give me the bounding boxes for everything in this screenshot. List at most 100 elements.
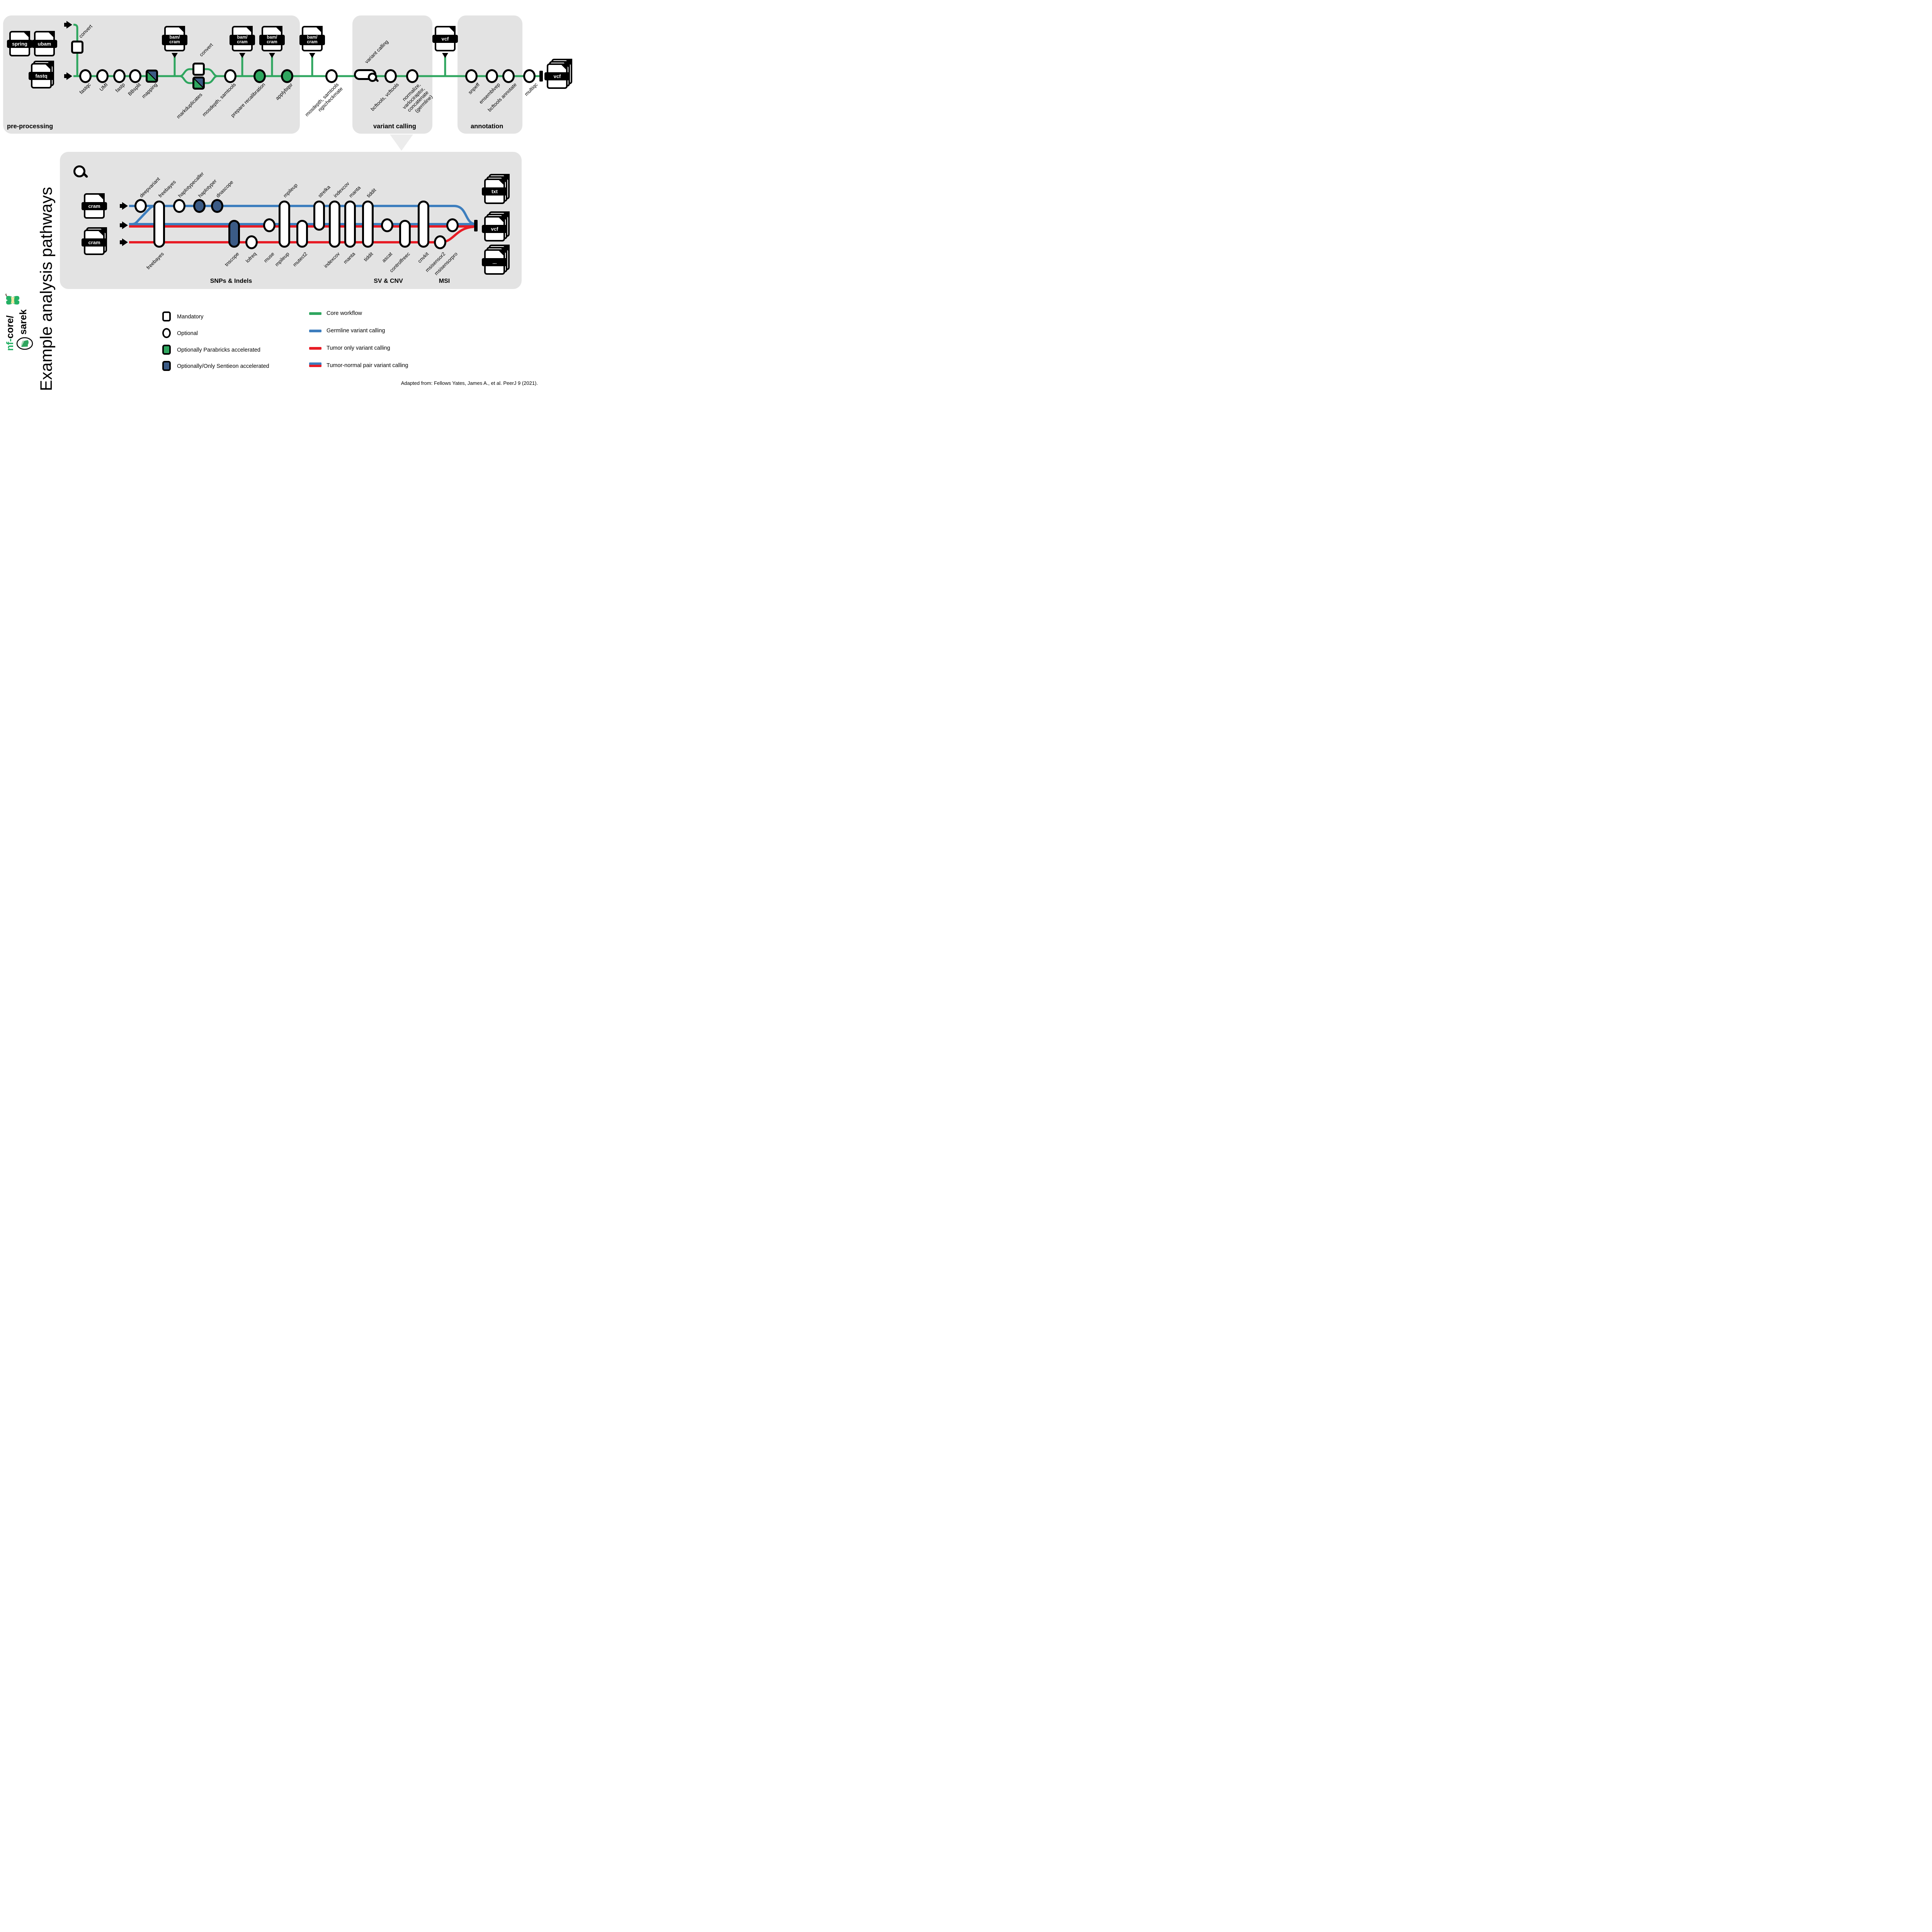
node-deepvariant [134,199,147,213]
legend-pair-label: Tumor-normal pair variant calling [327,362,408,369]
node-bcftools-annotate [502,69,515,83]
node-markduplicates-mandatory [192,63,205,76]
file-icon-cram-single: cram [82,193,107,219]
node-fastp [113,69,126,83]
input-arrow-fastq [64,72,73,80]
node-dnascope [211,199,223,213]
title-annotation: annotation [471,123,503,130]
legend-pair-line-blue [309,362,321,365]
magnifier-icon-small [368,73,377,82]
title-variant-calling: variant calling [373,123,416,130]
terminal-bar-upper [539,71,543,82]
logo-nf-core: nf-core/ [5,315,16,351]
file-label: vcf [432,35,458,43]
node-multiqc [523,69,536,83]
node-mapping [146,70,158,83]
panel-connector-triangle [390,134,413,151]
node-ngscheckmate [325,69,338,83]
node-snpeff [465,69,478,83]
file-icon-fastq: fastq [29,61,54,88]
file-icon-vcf-output-upper: vcf [544,59,572,89]
file-label: vcf [544,72,570,80]
node-convert-square [71,41,83,54]
logo-core: core/ [5,315,15,339]
node-controlfreec [399,220,411,248]
input-arrow-tumor-only [120,238,128,246]
logo-nf: nf- [5,338,15,351]
legend-mandatory-icon [162,311,171,321]
file-label: bam/ cram [162,35,187,45]
file-icon-vcf-mid: vcf [432,26,458,51]
legend-germline-line [309,330,321,332]
node-applybqsr [281,69,293,83]
node-markduplicates-sentieon [192,77,205,90]
title-msi: MSI [439,278,450,284]
node-haplotypecaller [173,199,185,213]
legend-germline-label: Germline variant calling [327,328,385,334]
node-mutect2 [296,220,308,248]
legend-parabricks-icon [162,345,171,355]
file-label: cram [82,238,107,247]
node-bbsplit [129,69,141,83]
legend-mandatory-label: Mandatory [177,314,204,320]
legend-sentieon-icon [162,361,171,371]
legend-tumor-line [309,347,321,350]
node-mpileup [279,201,290,248]
node-freebayes [153,201,165,248]
node-msisensor2 [434,235,446,249]
node-bcftools-vcftools [384,69,397,83]
file-label: fastq [29,72,54,80]
node-muse [263,218,276,232]
file-label: vcf [482,225,507,233]
input-arrow-tumor-normal [120,221,128,229]
drop-pointer-1 [172,53,178,58]
node-ascat [381,218,393,232]
node-prepare-recalibration [253,69,266,83]
file-icon-ubam: ubam [32,31,57,56]
title-preprocessing: pre-processing [7,123,53,130]
drop-pointer-vcf [442,53,448,58]
nf-core-logo-icon [5,294,20,305]
file-icon-bam-cram-1: bam/ cram [162,26,187,51]
file-label: bam/ cram [230,35,255,45]
file-icon-spring: spring [7,31,32,56]
file-icon-txt-output: txt [482,174,510,204]
page-title-vertical: Example analysis pathways [37,187,56,391]
title-snps-indels: SNPs & Indels [210,278,252,284]
file-icon-bam-cram-4: bam/ cram [299,26,325,51]
legend-pair-line-red [309,365,321,367]
node-ensemblvep [486,69,498,83]
node-tiddit [362,201,374,248]
input-arrow-convert [64,21,73,29]
legend-optional-label: Optional [177,330,198,337]
file-label: txt [482,187,507,196]
node-indexcov [329,201,340,248]
legend-parabricks-label: Optionally Parabricks accelerated [177,347,260,353]
attribution-text: Adapted from: Fellows Yates, James A., e… [401,380,538,386]
terminal-bar-lower [474,220,478,231]
node-tnscope [228,220,240,248]
file-icon-bam-cram-3: bam/ cram [259,26,285,51]
input-arrow-germline [120,202,128,210]
file-label: cram [82,202,107,210]
file-icon-vcf-output-lower: vcf [482,211,510,242]
drop-pointer-3 [269,53,275,58]
legend-core-line [309,312,321,315]
file-icon-cram-pair: cram [82,227,107,255]
node-normalize [406,69,418,83]
file-label: spring [7,40,32,48]
node-strelka [313,201,325,231]
node-msisensorpro [446,218,459,232]
file-label: bam/ cram [299,35,325,45]
magnifier-icon-large [73,165,85,177]
node-mosdepth-samtools [224,69,236,83]
file-icon-more-output: ... [482,245,510,275]
drop-pointer-2 [239,53,245,58]
legend-tumor-label: Tumor only variant calling [327,345,390,351]
title-sv-cnv: SV & CNV [374,278,403,284]
node-haplotyper [193,199,206,213]
legend-core-label: Core workflow [327,310,362,316]
sarek-pipeline-diagram: spring ubam fastq bam/ cram bam/ cram ba… [0,0,580,402]
legend-sentieon-label: Optionally/Only Sentieon accelerated [177,363,269,369]
logo-sarek: sarek [18,309,29,335]
